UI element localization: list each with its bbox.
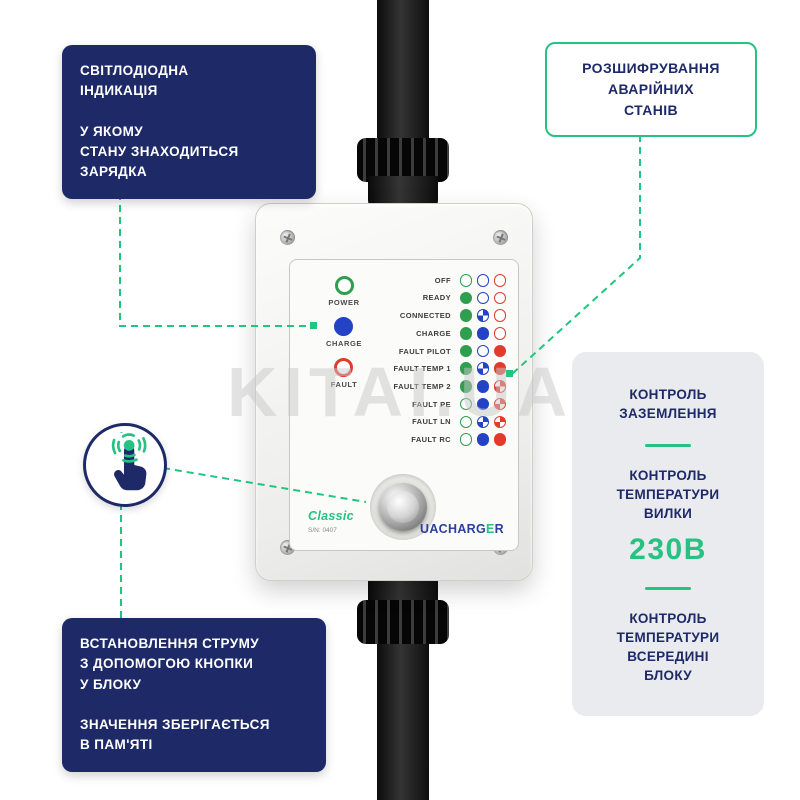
legend-label: POWER [328, 298, 360, 307]
led-row: FAULT PE [394, 397, 506, 411]
led-green-on-icon [459, 327, 472, 340]
button-recess [370, 474, 436, 540]
led-blue-blink-icon [476, 415, 489, 428]
tap-gesture-icon [83, 423, 167, 507]
led-legend: POWER CHARGE FAULT [320, 276, 368, 389]
led-red-off-icon [493, 291, 506, 305]
led-row-label: CHARGE [416, 328, 451, 338]
fault-led-icon [334, 358, 354, 377]
led-row-label: CONNECTED [399, 311, 451, 321]
legend-power: POWER [328, 276, 359, 307]
led-green-on-icon [459, 309, 472, 322]
charge-led-icon [334, 317, 354, 336]
led-state-grid: OFF READY CONNECTED CHARGE FAULT PILOT FAULT … [394, 274, 506, 446]
divider [645, 443, 691, 447]
led-blue-blink-icon [476, 309, 489, 322]
legend-label: FAULT [330, 380, 358, 389]
info-plug-temp-control: КОНТРОЛЬ ТЕМПЕРАТУРИ ВИЛКИ [616, 467, 720, 521]
led-row-label: OFF [434, 275, 451, 285]
info-panel: КОНТРОЛЬ ЗАЗЕМЛЕННЯ КОНТРОЛЬ ТЕМПЕРАТУРИ… [572, 352, 764, 717]
current-set-button [379, 483, 427, 531]
legend-label: CHARGE [325, 339, 363, 348]
led-row: CHARGE [394, 327, 506, 340]
led-green-off-icon [459, 274, 472, 287]
button-dome-icon [387, 491, 419, 523]
led-blue-on-icon [476, 327, 489, 340]
led-red-off-icon [493, 274, 506, 287]
led-green-on-icon [459, 344, 472, 358]
led-green-off-icon [459, 397, 472, 411]
cable-gland-bottom [357, 600, 449, 644]
screw-icon [493, 230, 508, 245]
screw-icon [280, 230, 295, 245]
led-red-blink-icon [493, 380, 506, 393]
led-row: FAULT LN [394, 415, 506, 428]
led-red-blink-icon [493, 397, 506, 411]
led-blue-on-icon [476, 380, 489, 393]
led-green-on-icon [459, 362, 472, 375]
led-blue-off-icon [476, 344, 489, 358]
led-row-label: FAULT TEMP 2 [393, 381, 451, 391]
voltage-value: 230В [629, 533, 707, 567]
led-blue-off-icon [476, 291, 489, 305]
led-red-on-icon [493, 362, 506, 375]
led-row-label: FAULT RC [411, 434, 451, 444]
led-blue-on-icon [476, 433, 489, 446]
led-green-on-icon [459, 380, 472, 393]
led-row: READY [394, 291, 506, 305]
led-red-on-icon [493, 433, 506, 446]
led-row-label: FAULT PILOT [398, 346, 451, 356]
led-row: FAULT TEMP 1 [394, 362, 506, 375]
led-blue-on-icon [476, 397, 489, 411]
callout-fault-decode: РОЗШИФРУВАННЯ АВАРІЙНИХ СТАНІВ [545, 42, 757, 137]
cable-top [377, 0, 429, 150]
led-row: OFF [394, 274, 506, 287]
front-label-panel: POWER CHARGE FAULT OFF READY CONNECTED CHARGE… [289, 259, 519, 551]
model-label: Classic S/N: 0407 [308, 507, 354, 534]
legend-fault: FAULT [331, 358, 358, 389]
cable-bottom [377, 640, 429, 800]
hand-tap-icon [111, 432, 147, 491]
led-green-off-icon [459, 415, 472, 428]
serial-number: S/N: 0407 [308, 526, 337, 534]
brand-logo: UACHARGER [420, 522, 504, 536]
charger-body: POWER CHARGE FAULT OFF READY CONNECTED CHARGE… [255, 203, 533, 581]
info-internal-temp-control: КОНТРОЛЬ ТЕМПЕРАТУРИ ВСЕРЕДИНІ БЛОКУ [616, 611, 720, 684]
led-green-on-icon [459, 291, 472, 305]
led-row: FAULT TEMP 2 [394, 380, 506, 393]
led-row-label: FAULT PE [412, 399, 451, 409]
led-row: CONNECTED [394, 309, 506, 322]
led-red-off-icon [493, 327, 506, 340]
callout-current-setting: ВСТАНОВЛЕННЯ СТРУМУ З ДОПОМОГОЮ КНОПКИ У… [62, 618, 326, 772]
callout-led-indication: СВІТЛОДІОДНА ІНДИКАЦІЯ У ЯКОМУ СТАНУ ЗНА… [62, 45, 316, 199]
led-row-label: FAULT LN [412, 417, 451, 427]
led-green-off-icon [459, 433, 472, 446]
led-red-off-icon [493, 309, 506, 322]
led-row: FAULT PILOT [394, 344, 506, 358]
info-ground-control: КОНТРОЛЬ ЗАЗЕМЛЕННЯ [619, 387, 717, 421]
model-name: Classic [308, 509, 354, 524]
led-red-on-icon [493, 344, 506, 358]
power-led-icon [334, 276, 354, 295]
cable-gland-top [357, 138, 449, 182]
legend-charge: CHARGE [326, 317, 362, 348]
led-blue-blink-icon [476, 362, 489, 375]
led-red-blink-icon [493, 415, 506, 428]
led-blue-off-icon [476, 274, 489, 287]
divider [645, 587, 691, 591]
led-row: FAULT RC [394, 433, 506, 446]
led-row-label: FAULT TEMP 1 [393, 364, 451, 374]
led-row-label: READY [422, 293, 451, 303]
